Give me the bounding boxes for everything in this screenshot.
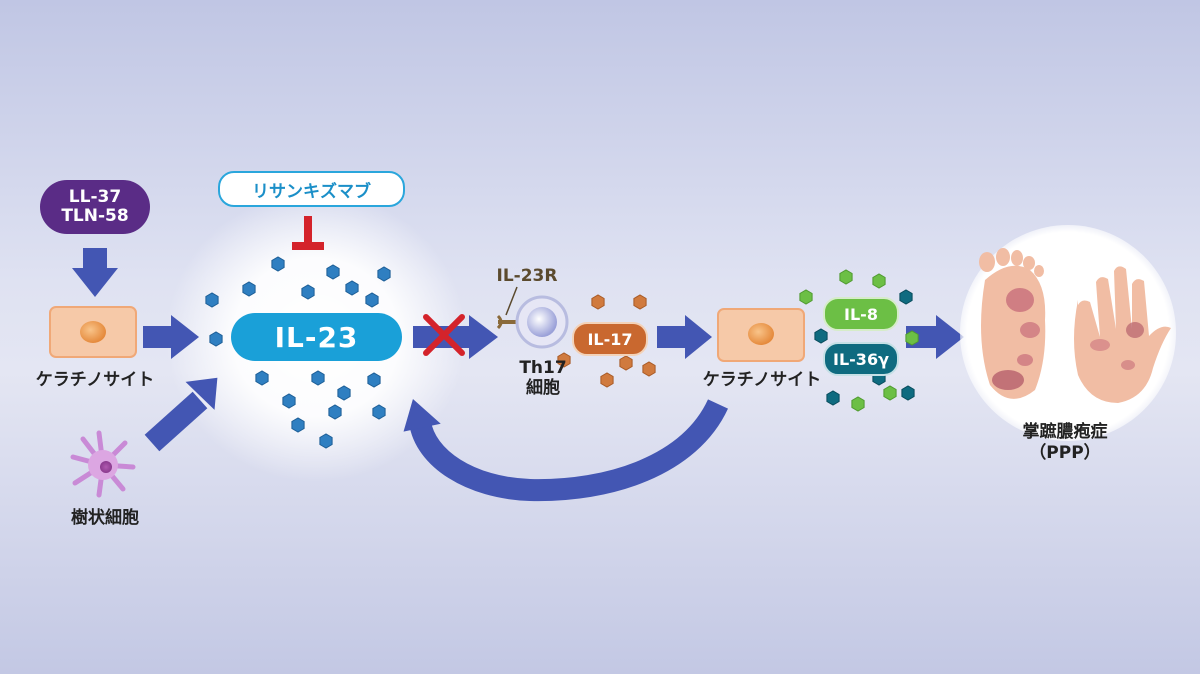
drug-label-box: リサンキズマブ bbox=[218, 171, 405, 207]
il23-molecule bbox=[377, 266, 391, 282]
disease-label: 掌蹠膿疱症 （PPP） bbox=[1000, 422, 1130, 464]
stimuli-pill: LL-37 TLN-58 bbox=[40, 180, 150, 234]
il23-molecules bbox=[205, 256, 391, 449]
blocked-cross-icon bbox=[423, 314, 465, 356]
il8-molecule bbox=[883, 385, 897, 401]
il23-molecule bbox=[291, 417, 305, 433]
il8-molecule bbox=[905, 330, 919, 346]
arrow-stimuli-to-keratinocyte bbox=[72, 248, 118, 297]
il23-pill: IL-23 bbox=[231, 313, 402, 361]
disease-line2: （PPP） bbox=[1029, 443, 1101, 463]
arrow-feedback-loop bbox=[403, 398, 728, 502]
il17-molecules bbox=[557, 294, 656, 388]
il23-molecule bbox=[311, 370, 325, 386]
il8-molecule bbox=[799, 289, 813, 305]
il8-label: IL-8 bbox=[844, 304, 878, 324]
keratinocyte-left-label: ケラチノサイト bbox=[35, 370, 155, 390]
il17-molecule bbox=[600, 372, 614, 388]
il23-molecule bbox=[282, 393, 296, 409]
il23-receptor-graphic bbox=[496, 286, 518, 330]
il8-molecule bbox=[872, 273, 886, 289]
il23-molecule bbox=[337, 385, 351, 401]
il8-pill: IL-8 bbox=[823, 297, 899, 331]
il23-molecule bbox=[205, 292, 219, 308]
il36-molecule bbox=[826, 390, 840, 406]
th17-line2: 細胞 bbox=[526, 378, 560, 398]
il17-pill: IL-17 bbox=[572, 322, 648, 356]
il23-molecule bbox=[365, 292, 379, 308]
ppp-photo bbox=[960, 225, 1176, 441]
il36-label: IL-36γ bbox=[833, 349, 889, 369]
arrow-keratinocyte-to-il23 bbox=[143, 315, 199, 359]
arrow-dendritic-to-il23 bbox=[144, 377, 218, 452]
th17-label: Th17 細胞 bbox=[508, 358, 578, 398]
il8-molecule bbox=[851, 396, 865, 412]
il23-label: IL-23 bbox=[274, 320, 359, 354]
il8-molecules bbox=[799, 269, 919, 412]
il17-molecule bbox=[619, 355, 633, 371]
il23-molecule bbox=[328, 404, 342, 420]
il17-molecule bbox=[642, 361, 656, 377]
il36-molecule bbox=[814, 328, 828, 344]
il23-molecule bbox=[255, 370, 269, 386]
disease-line1: 掌蹠膿疱症 bbox=[1022, 422, 1108, 442]
dendritic-cell-graphic bbox=[70, 430, 136, 498]
il23-molecule bbox=[209, 331, 223, 347]
il8-molecule bbox=[839, 269, 853, 285]
keratinocyte-left-cell bbox=[49, 306, 137, 358]
il17-label: IL-17 bbox=[587, 329, 633, 349]
il23-molecule bbox=[301, 284, 315, 300]
keratinocyte-right-cell bbox=[717, 308, 805, 362]
keratinocyte-right-label: ケラチノサイト bbox=[702, 370, 822, 390]
il23-molecule bbox=[326, 264, 340, 280]
il36-pill: IL-36γ bbox=[823, 342, 899, 376]
stimuli-line1: LL-37 bbox=[68, 187, 122, 207]
il17-molecule bbox=[557, 352, 571, 368]
il23-molecule bbox=[242, 281, 256, 297]
dendritic-cell-label: 樹状細胞 bbox=[71, 508, 139, 528]
il23-molecule bbox=[345, 280, 359, 296]
il23-molecule bbox=[372, 404, 386, 420]
il36-molecule bbox=[901, 385, 915, 401]
il17-molecule bbox=[633, 294, 647, 310]
receptor-label: IL-23R bbox=[496, 266, 558, 286]
inhibition-symbol bbox=[292, 216, 324, 250]
th17-line1: Th17 bbox=[519, 358, 567, 378]
il23-molecule bbox=[271, 256, 285, 272]
il23-molecule bbox=[367, 372, 381, 388]
il17-molecule bbox=[591, 294, 605, 310]
il36-molecule bbox=[899, 289, 913, 305]
il23-molecule bbox=[319, 433, 333, 449]
arrow-th17-to-keratinocyte bbox=[657, 315, 712, 359]
th17-cell-graphic bbox=[515, 295, 569, 349]
stimuli-line2: TLN-58 bbox=[61, 206, 129, 226]
drug-label: リサンキズマブ bbox=[252, 181, 371, 202]
